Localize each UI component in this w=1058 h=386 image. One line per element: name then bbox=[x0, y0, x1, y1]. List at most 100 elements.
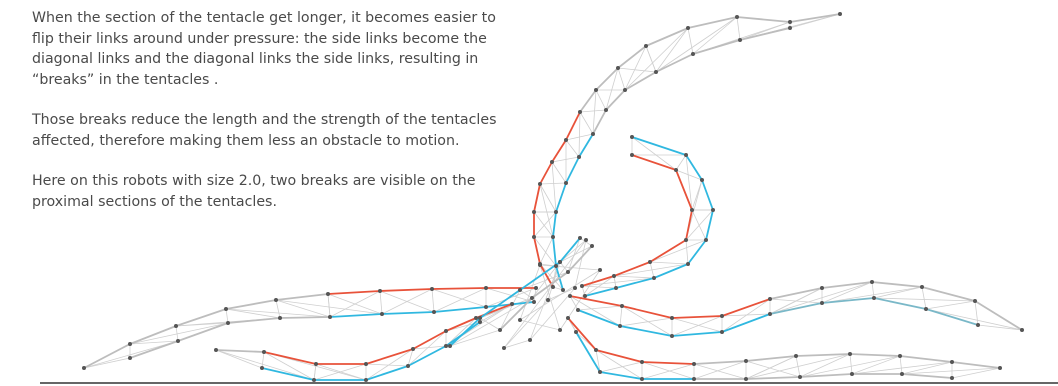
side-link bbox=[559, 237, 581, 263]
diagonal-link bbox=[599, 361, 643, 373]
diagonal-link bbox=[381, 288, 433, 315]
cross-link bbox=[595, 89, 607, 111]
side-link bbox=[379, 288, 433, 292]
side-link bbox=[579, 89, 597, 113]
side-link bbox=[365, 365, 409, 381]
diagonal-link bbox=[605, 67, 619, 111]
node-point bbox=[561, 288, 565, 292]
node-point bbox=[532, 235, 536, 239]
cross-link bbox=[551, 161, 567, 184]
diagonal-link bbox=[225, 308, 331, 318]
node-point bbox=[976, 323, 980, 327]
node-point bbox=[640, 377, 644, 381]
node-point bbox=[684, 153, 688, 157]
diagonal-link bbox=[539, 182, 567, 185]
side-link bbox=[605, 89, 626, 111]
side-link bbox=[701, 179, 714, 211]
side-link bbox=[692, 39, 741, 55]
diagonal-link bbox=[721, 313, 771, 317]
side-link bbox=[653, 263, 689, 279]
node-point bbox=[583, 294, 587, 298]
node-point bbox=[364, 378, 368, 382]
side-link bbox=[533, 236, 541, 265]
diagonal-link bbox=[539, 183, 554, 238]
side-link bbox=[263, 351, 317, 365]
node-point bbox=[644, 44, 648, 48]
node-point bbox=[128, 356, 132, 360]
side-link bbox=[433, 306, 487, 313]
cross-link bbox=[579, 111, 594, 135]
cross-link bbox=[619, 305, 623, 327]
node-point bbox=[551, 285, 555, 289]
node-point bbox=[870, 280, 874, 284]
node-point bbox=[364, 362, 368, 366]
diagonal-link bbox=[851, 361, 953, 375]
cross-link bbox=[901, 361, 953, 375]
node-point bbox=[920, 285, 924, 289]
cross-links bbox=[83, 13, 1023, 381]
node-point bbox=[616, 66, 620, 70]
side-link bbox=[565, 156, 580, 184]
cross-link bbox=[951, 367, 1001, 379]
node-point bbox=[558, 328, 562, 332]
hub-link bbox=[529, 287, 576, 341]
node-point bbox=[378, 289, 382, 293]
diagonal-link bbox=[313, 363, 367, 381]
side-link bbox=[671, 331, 723, 337]
node-point bbox=[550, 160, 554, 164]
cross-link bbox=[925, 300, 976, 310]
node-point bbox=[551, 235, 555, 239]
diagonal-link bbox=[693, 360, 747, 380]
node-point bbox=[594, 88, 598, 92]
diagonal-link bbox=[519, 271, 569, 291]
cross-link bbox=[379, 290, 383, 315]
node-point bbox=[648, 260, 652, 264]
caption-paragraph-3: Here on this robots with size 2.0, two b… bbox=[32, 173, 476, 210]
side-link bbox=[921, 286, 976, 302]
node-point bbox=[654, 70, 658, 74]
diagonal-link bbox=[925, 308, 1023, 331]
node-point bbox=[564, 181, 568, 185]
side-link bbox=[584, 287, 617, 297]
diagonal-link bbox=[821, 286, 923, 304]
cross-link bbox=[613, 275, 617, 289]
side-link bbox=[821, 281, 873, 289]
node-point bbox=[444, 329, 448, 333]
diagonal-link bbox=[685, 239, 689, 265]
cross-link bbox=[327, 293, 331, 318]
node-point bbox=[788, 26, 792, 30]
node-point bbox=[128, 342, 132, 346]
caption-paragraph-1: When the section of the tentacle get lon… bbox=[32, 10, 496, 88]
diagonal-link bbox=[569, 295, 621, 327]
diagonal-link bbox=[649, 261, 655, 279]
node-point bbox=[614, 286, 618, 290]
cross-link bbox=[539, 183, 557, 213]
side-link bbox=[552, 211, 557, 238]
cross-link bbox=[645, 45, 657, 73]
node-point bbox=[226, 321, 230, 325]
node-point bbox=[950, 376, 954, 380]
diagonal-link bbox=[921, 286, 927, 310]
diagonal-link bbox=[745, 360, 801, 378]
side-link bbox=[592, 109, 607, 135]
node-point bbox=[554, 264, 558, 268]
side-link bbox=[567, 317, 597, 351]
diagonal-link bbox=[407, 330, 447, 367]
side-link bbox=[925, 308, 979, 326]
side-link bbox=[581, 275, 615, 287]
node-point bbox=[573, 286, 577, 290]
node-point bbox=[690, 208, 694, 212]
node-point bbox=[176, 339, 180, 343]
side-link bbox=[739, 27, 791, 41]
diagonal-link bbox=[129, 322, 229, 345]
diagonal-link bbox=[873, 297, 976, 302]
node-point bbox=[566, 316, 570, 320]
side-link bbox=[565, 111, 581, 141]
side-link bbox=[613, 261, 651, 277]
node-point bbox=[584, 238, 588, 242]
node-point bbox=[546, 298, 550, 302]
side-link bbox=[365, 348, 414, 365]
diagonal-link bbox=[685, 154, 693, 211]
node-point bbox=[768, 297, 772, 301]
